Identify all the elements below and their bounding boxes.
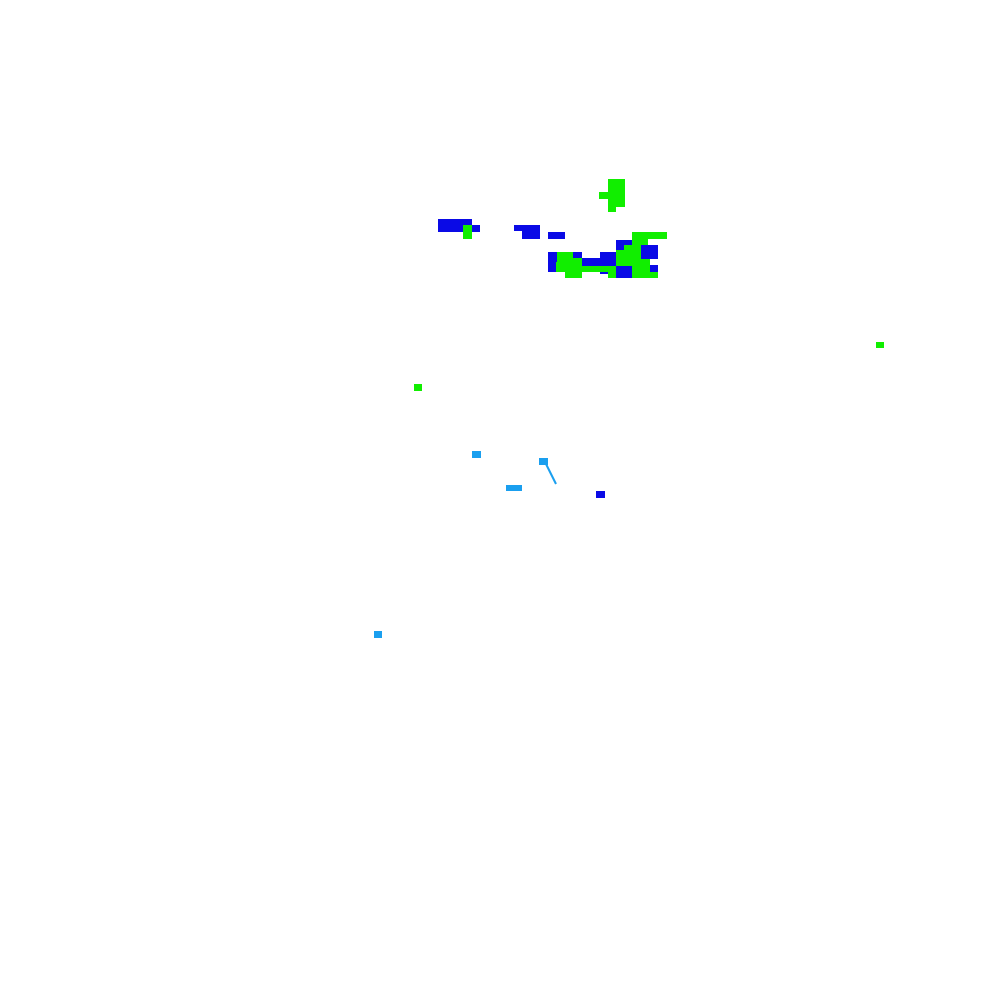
green-pixel [624, 259, 650, 266]
green-pixel [608, 266, 616, 278]
green-pixel [632, 232, 667, 239]
green-pixel [463, 225, 472, 239]
blue-pixel [548, 252, 557, 272]
blue-pixel [648, 265, 658, 272]
blue-pixel [548, 232, 565, 239]
blue-pixel [582, 258, 600, 266]
green-pixel [632, 266, 650, 278]
blue-pixel [641, 245, 658, 259]
green-pixel [608, 199, 625, 207]
green-pixel [556, 262, 565, 272]
light-blue-pixel [506, 485, 522, 491]
green-pixel [608, 179, 625, 192]
blue-pixel [472, 225, 480, 232]
blue-pixel [600, 252, 616, 266]
green-pixel [650, 272, 658, 278]
green-pixel [632, 239, 648, 245]
green-pixel [557, 252, 573, 262]
light-blue-pixel-layer [374, 451, 557, 638]
blue-pixel [522, 231, 540, 239]
green-pixel [624, 245, 641, 259]
green-pixel [565, 258, 582, 278]
green-pixel [582, 266, 616, 272]
green-pixel [876, 342, 884, 348]
light-blue-pixel [539, 458, 548, 465]
green-pixel [616, 250, 624, 266]
light-blue-pixel [374, 631, 382, 638]
blue-pixel [616, 266, 632, 278]
light-blue-stroke [544, 461, 557, 485]
light-blue-pixel [472, 451, 481, 458]
green-pixel [414, 384, 422, 391]
green-pixel [608, 207, 616, 212]
green-pixel [599, 192, 625, 199]
blue-pixel [596, 491, 605, 498]
green-pixel-layer [414, 179, 884, 391]
blue-pixel [514, 225, 540, 231]
